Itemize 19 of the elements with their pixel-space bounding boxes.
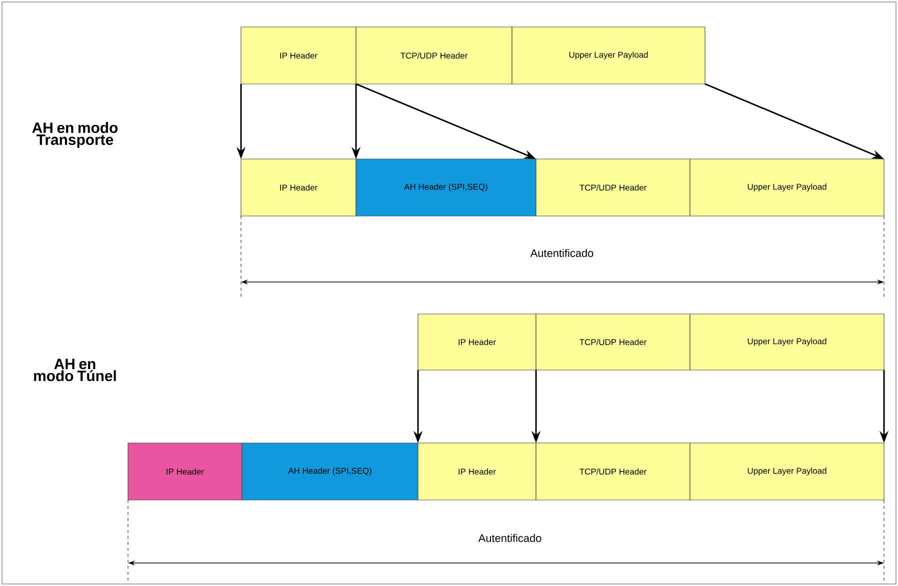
section-heading: AH en modo Transporte	[32, 122, 118, 148]
header-field: TCP/UDP Header	[356, 26, 512, 84]
header-field: Upper Layer Payload	[512, 26, 706, 84]
header-field: Upper Layer Payload	[690, 158, 884, 216]
header-field: TCP/UDP Header	[536, 442, 690, 500]
dimension-label: Autentificado	[530, 248, 594, 258]
header-field: IP Header	[418, 314, 536, 370]
header-field: IP Header	[128, 442, 242, 500]
dimension-label: Autentificado	[478, 534, 542, 542]
header-field: IP Header	[240, 26, 356, 84]
header-field: IP Header	[240, 158, 356, 216]
header-field: IP Header	[418, 442, 536, 500]
header-field: Upper Layer Payload	[690, 442, 884, 500]
header-field: TCP/UDP Header	[536, 314, 690, 370]
header-field: AH Header (SPI,SEQ)	[242, 442, 418, 500]
header-field: TCP/UDP Header	[536, 158, 690, 216]
header-field: AH Header (SPI,SEQ)	[356, 158, 536, 216]
section-heading: AH en modo Túnel	[34, 358, 116, 382]
header-field: Upper Layer Payload	[690, 314, 884, 370]
